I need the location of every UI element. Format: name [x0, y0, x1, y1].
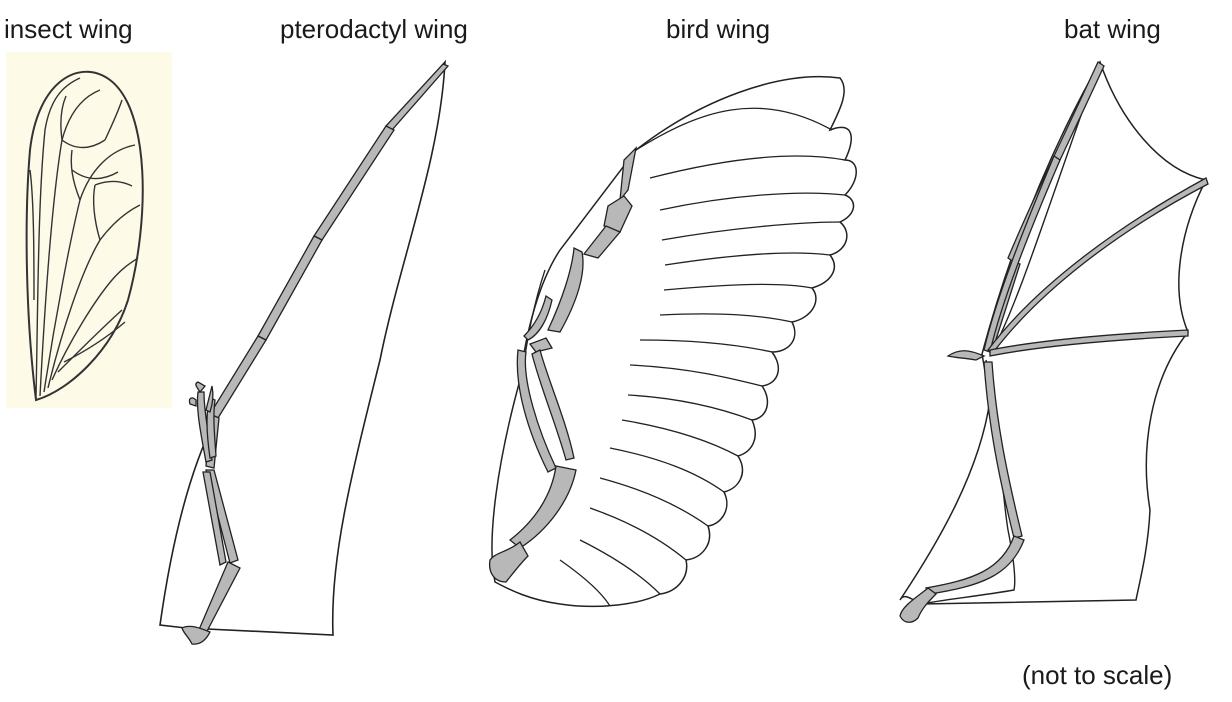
- bat-wing: [900, 62, 1208, 622]
- bird-wing: [490, 77, 857, 607]
- pterodactyl-wing: [160, 62, 448, 644]
- insect-wing: [6, 52, 172, 408]
- pterodactyl-wing-membrane: [160, 62, 445, 635]
